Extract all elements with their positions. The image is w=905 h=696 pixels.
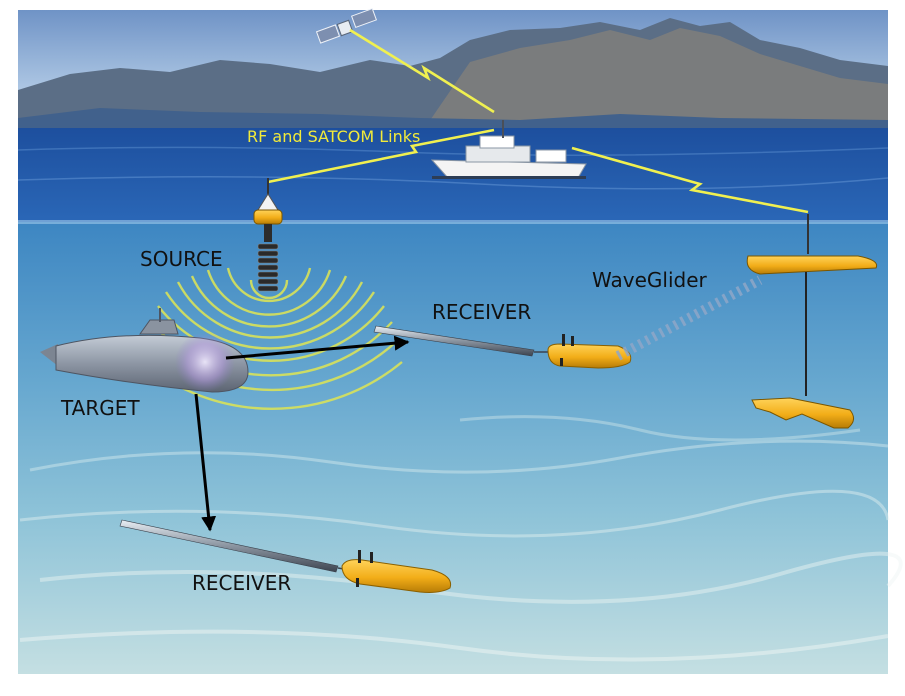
sonar-wavefronts xyxy=(141,267,403,410)
arrow-to-upper-receiver xyxy=(225,335,410,360)
links-label: RF and SATCOM Links xyxy=(247,127,421,146)
receiver-lower-label: RECEIVER xyxy=(192,571,292,595)
ship-icon xyxy=(430,120,587,179)
underwater xyxy=(18,220,888,674)
submarine-icon xyxy=(40,308,249,393)
satellite-icon xyxy=(315,7,378,44)
source-buoy-icon xyxy=(253,178,283,292)
lower-receiver-auv-icon xyxy=(341,550,452,593)
source-label: SOURCE xyxy=(140,247,223,271)
acoustic-link-waveglider xyxy=(615,275,763,361)
waveglider-icon xyxy=(746,214,878,429)
seabed-ripples xyxy=(19,415,903,662)
waveglider-label: WaveGlider xyxy=(592,268,707,292)
upper-receiver-auv-icon xyxy=(547,334,632,369)
detection-arrows xyxy=(194,335,410,532)
rf-satcom-links xyxy=(267,28,809,214)
target-label: TARGET xyxy=(61,396,140,420)
arrow-to-lower-receiver xyxy=(194,393,217,532)
link-ship-waveglider xyxy=(571,146,809,214)
receiver-upper-label: RECEIVER xyxy=(432,300,532,324)
link-ship-source xyxy=(267,128,495,184)
link-satellite-ship xyxy=(349,28,495,114)
